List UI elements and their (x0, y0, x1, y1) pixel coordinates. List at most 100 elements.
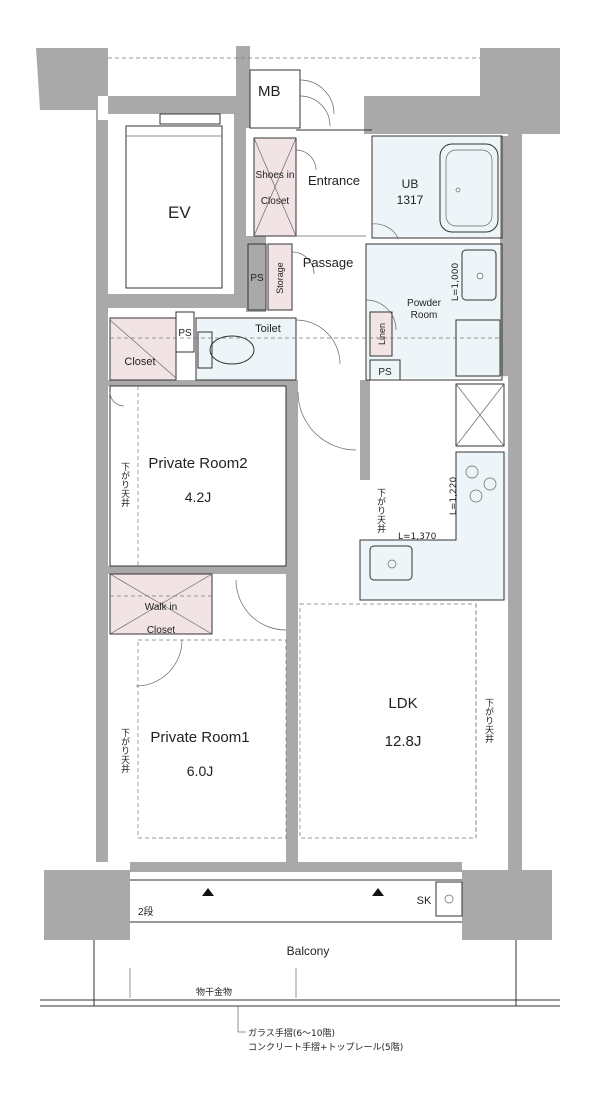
walk-in-label-2: Closet (147, 625, 176, 636)
mb-wall (236, 46, 250, 128)
ceiling-notes: 下がり天井 下がり天井 下がり天井 下がり天井 (119, 462, 494, 774)
powder-area-fill (366, 244, 510, 378)
washer-box (455, 319, 501, 377)
doors (109, 79, 399, 687)
ldk-size: 12.8J (385, 733, 422, 750)
step-label: 2段 (138, 905, 154, 918)
ps-left-box (247, 243, 267, 311)
shoes-closet-x2 (253, 137, 297, 237)
entrance-door-arc (299, 95, 331, 127)
fridge-box (455, 383, 505, 447)
l1370-label: L=1,370 (398, 532, 437, 542)
kitchen-counter-notch (360, 452, 456, 540)
ceiling-note-ldk: 下がり天井 (483, 698, 494, 744)
walls (36, 46, 560, 940)
powder-room (365, 243, 503, 381)
kitchen-sink-drain (387, 559, 397, 569)
area-fills (110, 136, 510, 634)
outlines (40, 57, 560, 1033)
window-arrow-left (202, 888, 214, 896)
ub-size-label: 1317 (397, 193, 424, 207)
ev-wall-right (234, 114, 246, 294)
top-wall-right (364, 96, 480, 134)
ev-label: EV (168, 203, 191, 222)
ev-wall-bottom (108, 294, 246, 308)
storage-door (291, 251, 315, 275)
toilet-label: Toilet (255, 323, 281, 335)
ev-door (159, 113, 221, 125)
drying-hardware-label: 物干金物 (196, 986, 232, 998)
bath-room (371, 135, 503, 239)
storage-box (267, 243, 293, 311)
rail-note-1: ガラス手摺(6〜10階) (248, 1027, 335, 1039)
ps-left-label: PS (250, 273, 264, 284)
washbasin-drain (476, 272, 484, 280)
private-room1-size: 6.0J (187, 763, 213, 779)
mb-door-arc (299, 79, 335, 115)
ps-small-label: PS (178, 328, 192, 339)
shoes-closet-door (295, 149, 317, 171)
walk-in-closet-box (109, 573, 213, 635)
kitchen-sink (369, 545, 413, 581)
toilet-room (195, 317, 297, 381)
walk-in-x2 (109, 573, 213, 635)
outer-wall-right (480, 48, 560, 870)
private-room2-label: Private Room2 (148, 455, 247, 472)
ps-bottom-label: PS (378, 367, 392, 378)
mb-room (249, 69, 301, 129)
bottom-wall-right (462, 870, 552, 940)
bottom-wall-left (44, 870, 130, 940)
sk-box (435, 881, 463, 917)
outer-wall-left-strip (40, 48, 96, 110)
labels: MB EV Shoes in Closet Entrance UB 1317 P… (124, 83, 461, 958)
l1220-label: L=1,220 (449, 477, 459, 516)
storage-fill (268, 244, 292, 310)
linen-box (369, 311, 393, 357)
kitchen-wall (360, 380, 370, 480)
shoes-closet-label-1: Shoes in (256, 170, 295, 181)
mid-wall-horizontal (108, 380, 298, 386)
toilet-area-fill (196, 318, 296, 380)
bathtub-inner (445, 149, 493, 227)
bottom-sash-bar (130, 862, 462, 872)
mb-label: MB (258, 83, 281, 100)
ceiling-note-room1: 下がり天井 (119, 728, 130, 774)
linen-fill (370, 312, 392, 356)
toilet-bowl (209, 335, 255, 365)
kitchen-counter (359, 451, 505, 601)
closet-door (109, 391, 125, 407)
window-arrow-right (372, 888, 384, 896)
ldk-label: LDK (388, 695, 417, 712)
ceiling-note-kitchen: 下がり天井 (375, 488, 386, 534)
bath-wall-right (500, 136, 510, 376)
walk-in-label-1: Walk in (145, 602, 177, 613)
stove-burner-3 (469, 489, 483, 503)
linen-label: Linen (377, 323, 387, 345)
bathtub-drain (455, 187, 461, 193)
room1-dash-box (137, 639, 287, 839)
bath-area-fill (372, 136, 510, 238)
walk-in-door (135, 639, 183, 687)
ub-label: UB (402, 177, 419, 191)
ev-shaft (125, 125, 223, 289)
sk-drain (444, 894, 454, 904)
fridge-x2 (455, 383, 505, 447)
closet-x (109, 319, 177, 379)
room-divider (286, 386, 298, 862)
ceiling-note-room2: 下がり天井 (119, 462, 130, 508)
entrance-label: Entrance (308, 173, 360, 188)
rail-note-2: コンクリート手摺+トップレール(5階) (248, 1041, 403, 1053)
room1-door (235, 579, 287, 631)
stove-burner-2 (483, 477, 497, 491)
closet-label: Closet (124, 356, 155, 368)
private-room2-size: 4.2J (185, 489, 211, 505)
outer-wall-left (36, 48, 108, 862)
storage-label: Storage (275, 262, 285, 294)
ps-bottom-box (369, 359, 401, 381)
passage-label: Passage (303, 255, 354, 270)
top-wall (108, 96, 236, 114)
powder-label-2: Room (411, 310, 438, 321)
ldk-dash-box (299, 603, 477, 839)
toilet-door (295, 319, 341, 365)
